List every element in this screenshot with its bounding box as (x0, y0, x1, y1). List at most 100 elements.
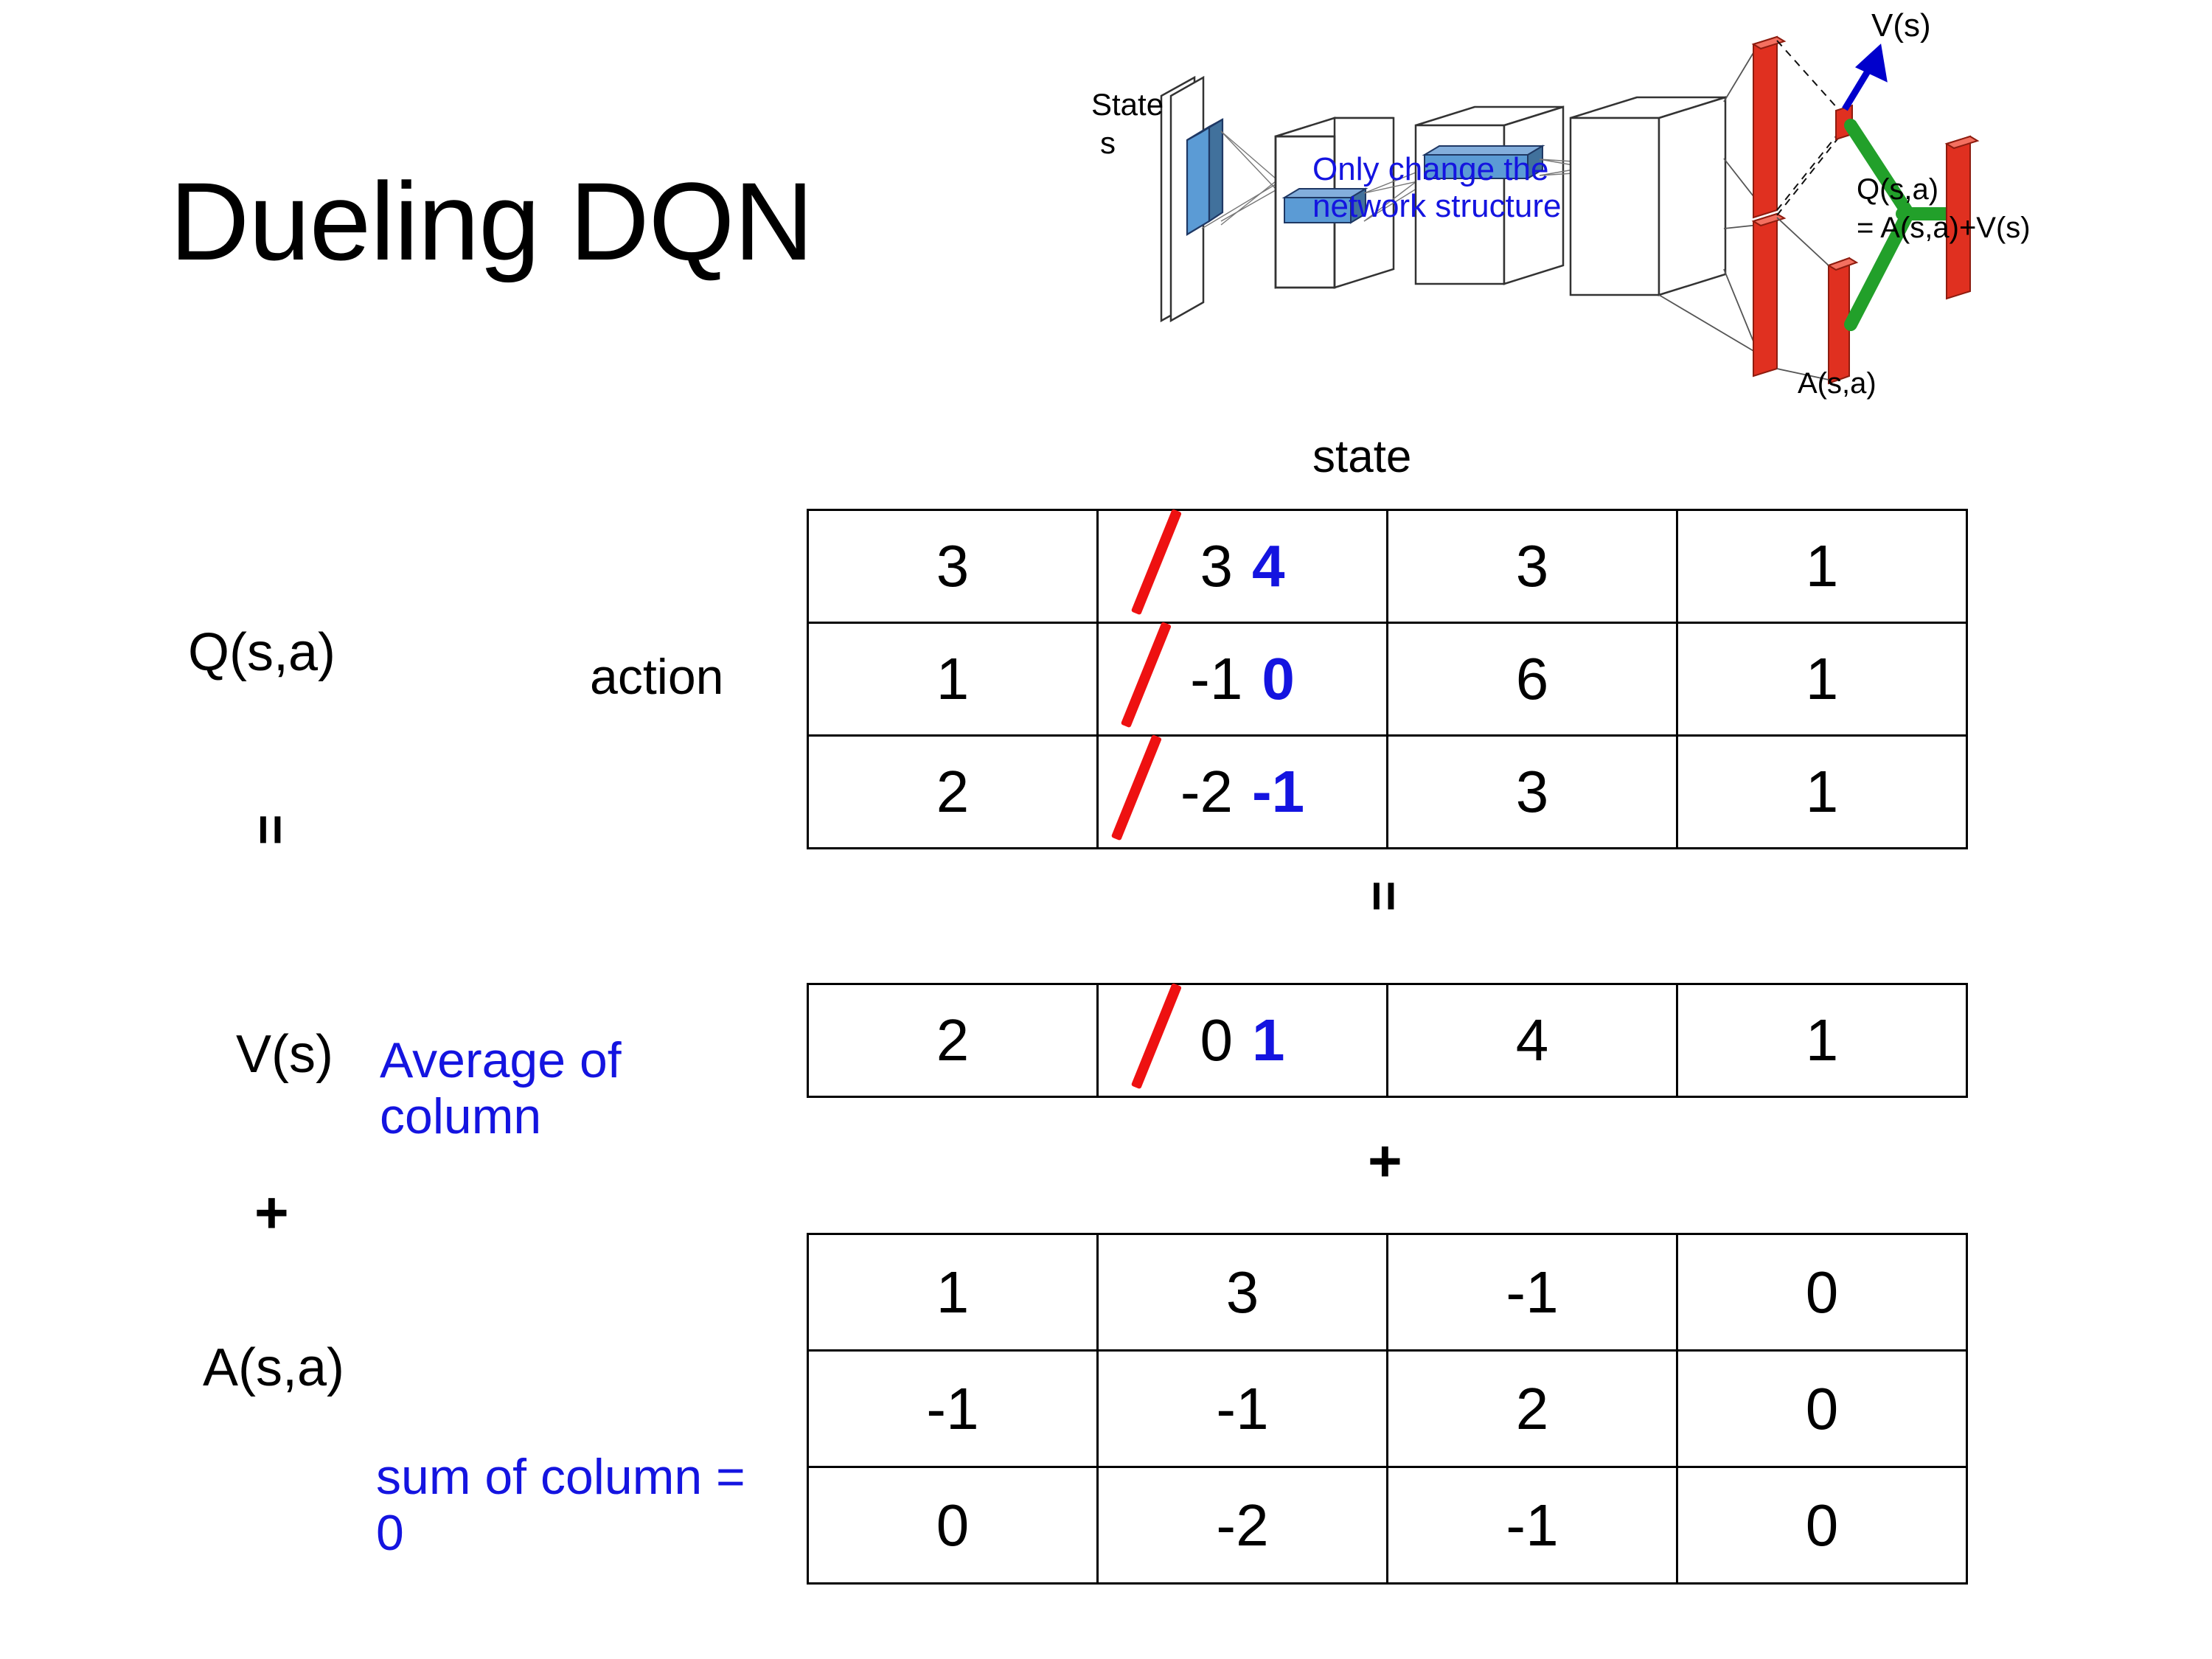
equals-sign-left: = (240, 814, 300, 846)
q-cell-r3c4: 1 (1676, 734, 1968, 849)
q-cell-r2c4: 1 (1676, 622, 1968, 737)
cell-content: 1 (1678, 985, 1966, 1096)
cell-content: 0 (809, 1468, 1096, 1582)
a-cell-r2c2: -1 (1096, 1349, 1388, 1468)
v-cell-r1c3: 4 (1386, 983, 1678, 1098)
cell-value: 6 (1515, 646, 1549, 712)
q-cell-r2c3: 6 (1386, 622, 1678, 737)
q-cell-r1c1: 3 (807, 509, 1099, 624)
cell-value: 0 (936, 1492, 970, 1558)
cell-value: 1 (1805, 533, 1839, 599)
struck-out-value: -1 (1190, 646, 1243, 712)
struck-out-value: 3 (1200, 533, 1234, 599)
cell-value: -2 (1216, 1492, 1269, 1558)
cell-content: 2 (1388, 1352, 1676, 1466)
v-cell-r1c1: 2 (807, 983, 1099, 1098)
q-cell-r1c3: 3 (1386, 509, 1678, 624)
equals-sign-middle: = (1354, 880, 1413, 912)
sum-of-column-note: sum of column = 0 (376, 1449, 745, 1562)
cell-content: 3 (809, 511, 1096, 622)
advantage-vector-bar (1826, 257, 1859, 385)
cell-content: -2 (1099, 1468, 1386, 1582)
cell-content: -2-1 (1099, 737, 1386, 847)
cell-content: -1 (1099, 1352, 1386, 1466)
q-cell-r2c1: 1 (807, 622, 1099, 737)
replacement-value: 4 (1252, 533, 1285, 599)
cell-content: 4 (1388, 985, 1676, 1096)
cell-content: 3 (1388, 511, 1676, 622)
dueling-network-diagram: State s Only change the network structur… (1091, 7, 2197, 400)
cell-content: -1 (809, 1352, 1096, 1466)
cell-content: 3 (1099, 1235, 1386, 1349)
plus-sign-left: + (254, 1180, 289, 1245)
action-axis-label: action (590, 649, 724, 705)
cell-value: -1 (926, 1375, 979, 1441)
q-cell-r3c3: 3 (1386, 734, 1678, 849)
cell-content: 1 (809, 1235, 1096, 1349)
conv-layer-2-filter (1422, 145, 1545, 180)
average-of-column-note: Average of column (380, 1032, 622, 1145)
cell-content: 1 (809, 624, 1096, 734)
cell-value: 2 (1515, 1375, 1549, 1441)
replacement-value: 0 (1262, 646, 1295, 712)
cell-value: 3 (1515, 533, 1549, 599)
a-table-row: -1 -1 2 0 (807, 1349, 1968, 1468)
q-table-row: 1 -1 0 6 1 (807, 622, 1968, 737)
q-output-bar (1944, 135, 1980, 300)
cell-content: -1 0 (1099, 624, 1386, 734)
diagram-q-output-label-line1: Q(s,a) (1857, 173, 1939, 206)
cell-value: 1 (936, 646, 970, 712)
cell-value: 1 (936, 1259, 970, 1325)
a-cell-r1c2: 3 (1096, 1233, 1388, 1352)
conv-layer-1-filter (1281, 187, 1368, 224)
a-table-row: 0 -2 -1 0 (807, 1466, 1968, 1585)
cell-content: 1 (1678, 737, 1966, 847)
diagram-a-output-label: A(s,a) (1798, 367, 1877, 400)
cell-value: -1 (1506, 1492, 1559, 1558)
q-cell-r1c4: 1 (1676, 509, 1968, 624)
cell-content: 0 (1678, 1468, 1966, 1582)
a-matrix-label: A(s,a) (203, 1338, 345, 1397)
cell-value: 0 (1805, 1492, 1839, 1558)
cell-content: 1 (1678, 511, 1966, 622)
cell-value: 3 (1225, 1259, 1259, 1325)
cell-value: 3 (1515, 759, 1549, 824)
cell-value: 4 (1515, 1007, 1549, 1073)
diagram-state-label-line1: State (1091, 87, 1164, 122)
a-cell-r1c3: -1 (1386, 1233, 1678, 1352)
a-cell-r3c3: -1 (1386, 1466, 1678, 1585)
input-filter-shape (1186, 118, 1224, 236)
state-axis-label: state (1312, 431, 1412, 482)
cell-content: 2 (809, 985, 1096, 1096)
cell-content: 6 (1388, 624, 1676, 734)
value-scalar-links (1776, 40, 1846, 216)
cell-value: 2 (936, 1007, 970, 1073)
a-cell-r2c3: 2 (1386, 1349, 1678, 1468)
diagram-note-line1: Only change the (1312, 151, 1549, 187)
cell-content: 2 (809, 737, 1096, 847)
diagram-note-line2: network structure (1312, 188, 1562, 224)
a-cell-r2c1: -1 (807, 1349, 1099, 1468)
cell-content: 0 (1678, 1235, 1966, 1349)
v-matrix-label: V(s) (236, 1025, 333, 1084)
plus-sign-middle: + (1368, 1128, 1402, 1194)
cell-content: 1 (1678, 624, 1966, 734)
struck-out-value: 0 (1200, 1007, 1234, 1073)
value-stream-bar (1751, 35, 1787, 219)
cell-content: 0 (1678, 1352, 1966, 1466)
q-matrix-label: Q(s,a) (188, 623, 336, 682)
a-table-row: 1 3 -1 0 (807, 1233, 1968, 1352)
replacement-value: -1 (1252, 759, 1305, 824)
page-title: Dueling DQN (170, 159, 814, 283)
cell-value: 0 (1805, 1259, 1839, 1325)
cell-value: -1 (1216, 1375, 1269, 1441)
a-cell-r3c4: 0 (1676, 1466, 1968, 1585)
q-cell-r2c2: -1 0 (1096, 622, 1388, 737)
replacement-value: 1 (1252, 1007, 1285, 1073)
